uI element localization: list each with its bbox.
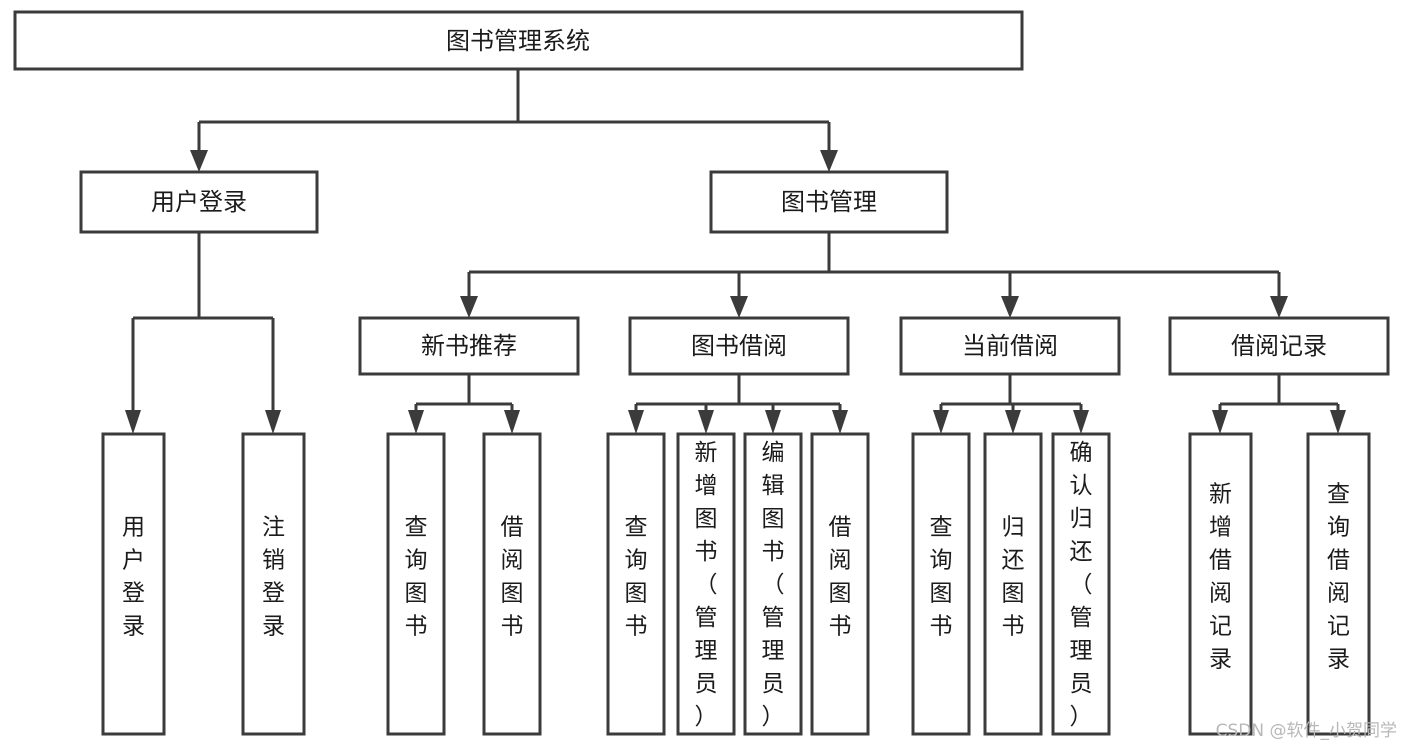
node-leaf-query-borrow-record[interactable]: 查询借阅记录 (1306, 432, 1371, 736)
borrow-record-box[interactable] (1168, 316, 1390, 376)
leaf-query-book-rec-label: 查询图书 (405, 515, 428, 640)
node-book-borrow[interactable]: 图书借阅 (628, 316, 850, 376)
node-leaf-query-book-borrow[interactable]: 查询图书 (606, 432, 666, 736)
leaf-query-book-borrow-label: 查询图书 (625, 515, 648, 640)
leaf-query-borrow-record-label: 查询借阅记录 (1327, 482, 1350, 673)
arrow-head-leaf-return-book (1005, 410, 1021, 434)
leaf-borrow-book-label: 借阅图书 (829, 515, 852, 640)
book-borrow-box[interactable] (628, 316, 850, 376)
node-leaf-borrow-book[interactable]: 借阅图书 (810, 432, 870, 736)
leaf-logout-box[interactable] (241, 432, 306, 736)
book-manage-label: 图书管理 (781, 188, 877, 216)
node-leaf-query-book-current[interactable]: 查询图书 (911, 432, 971, 736)
connectors-layer (125, 69, 1346, 434)
arrow-head-leaf-query-book-current (933, 410, 949, 434)
root-box[interactable] (13, 10, 1024, 71)
arrow-head-book-borrow (730, 296, 748, 318)
book-manage-box[interactable] (709, 170, 949, 234)
arrow-head-leaf-logout (265, 410, 281, 434)
leaf-confirm-return-admin-box[interactable] (1051, 432, 1111, 736)
leaf-user-login-box[interactable] (101, 432, 166, 736)
node-leaf-add-borrow-record[interactable]: 新增借阅记录 (1188, 432, 1253, 736)
leaf-edit-book-admin-box[interactable] (743, 432, 803, 736)
leaf-query-book-current-box[interactable] (911, 432, 971, 736)
arrow-head-user-login (190, 150, 208, 172)
node-leaf-query-book-rec[interactable]: 查询图书 (386, 432, 446, 736)
arrow-head-leaf-edit-book-admin (765, 410, 781, 434)
arrow-head-leaf-user-login (125, 410, 141, 434)
root-label: 图书管理系统 (446, 27, 590, 55)
leaf-query-book-rec-box[interactable] (386, 432, 446, 736)
arrow-head-leaf-confirm-return-admin (1073, 410, 1089, 434)
arrow-head-book-manage (820, 150, 838, 172)
current-borrow-box[interactable] (899, 316, 1121, 376)
node-leaf-add-book-admin[interactable]: 新增图书（管理员） (676, 432, 736, 736)
arrow-head-leaf-add-borrow-record (1212, 410, 1228, 434)
leaf-confirm-return-admin-label: 确认归还（管理员） (1070, 440, 1093, 730)
leaf-add-book-admin-label: 新增图书（管理员） (695, 440, 718, 730)
user-login-label: 用户登录 (151, 188, 247, 216)
leaf-return-book-label: 归还图书 (1002, 515, 1025, 640)
leaf-nodes-layer: 用户登录 注销登录 查询图书 借阅图书 查询图书 新增图书（管理员） 编辑图书（管理员） 借阅… (101, 432, 1371, 736)
arrow-head-leaf-query-borrow-record (1330, 410, 1346, 434)
leaf-user-login-label: 用户登录 (122, 515, 145, 640)
leaf-add-book-admin-box[interactable] (676, 432, 736, 736)
leaf-borrow-book-box[interactable] (810, 432, 870, 736)
node-new-book-recommend[interactable]: 新书推荐 (358, 316, 580, 376)
borrow-record-label: 借阅记录 (1231, 332, 1327, 360)
node-borrow-record[interactable]: 借阅记录 (1168, 316, 1390, 376)
node-root[interactable]: 图书管理系统 (13, 10, 1024, 71)
arrow-head-leaf-query-book-rec (408, 410, 424, 434)
leaf-borrow-book-rec-box[interactable] (482, 432, 542, 736)
node-leaf-borrow-book-rec[interactable]: 借阅图书 (482, 432, 542, 736)
book-borrow-label: 图书借阅 (691, 332, 787, 360)
node-leaf-edit-book-admin[interactable]: 编辑图书（管理员） (743, 432, 803, 736)
arrow-head-leaf-borrow-book-rec (504, 410, 520, 434)
current-borrow-label: 当前借阅 (962, 332, 1058, 360)
arrow-head-leaf-borrow-book (832, 410, 848, 434)
leaf-add-borrow-record-label: 新增借阅记录 (1209, 482, 1232, 673)
node-leaf-return-book[interactable]: 归还图书 (983, 432, 1043, 736)
arrow-head-leaf-add-book-admin (698, 410, 714, 434)
arrow-head-leaf-query-book-borrow (628, 410, 644, 434)
leaf-add-borrow-record-box[interactable] (1188, 432, 1253, 736)
leaf-edit-book-admin-label: 编辑图书（管理员） (762, 440, 785, 730)
leaf-query-book-borrow-box[interactable] (606, 432, 666, 736)
arrow-head-current-borrow (1001, 296, 1019, 318)
new-book-recommend-box[interactable] (358, 316, 580, 376)
leaf-query-book-current-label: 查询图书 (930, 515, 953, 640)
leaf-query-borrow-record-box[interactable] (1306, 432, 1371, 736)
new-book-recommend-label: 新书推荐 (421, 332, 517, 360)
leaf-return-book-box[interactable] (983, 432, 1043, 736)
node-leaf-user-login[interactable]: 用户登录 (101, 432, 166, 736)
user-login-box[interactable] (79, 170, 319, 234)
node-leaf-logout[interactable]: 注销登录 (241, 432, 306, 736)
node-leaf-confirm-return-admin[interactable]: 确认归还（管理员） (1051, 432, 1111, 736)
node-book-manage[interactable]: 图书管理 (709, 170, 949, 234)
arrow-head-new-book-rec (460, 296, 478, 318)
node-current-borrow[interactable]: 当前借阅 (899, 316, 1121, 376)
leaf-borrow-book-rec-label: 借阅图书 (501, 515, 524, 640)
leaf-logout-label: 注销登录 (262, 515, 285, 640)
node-user-login[interactable]: 用户登录 (79, 170, 319, 234)
arrow-head-borrow-record (1270, 296, 1288, 318)
